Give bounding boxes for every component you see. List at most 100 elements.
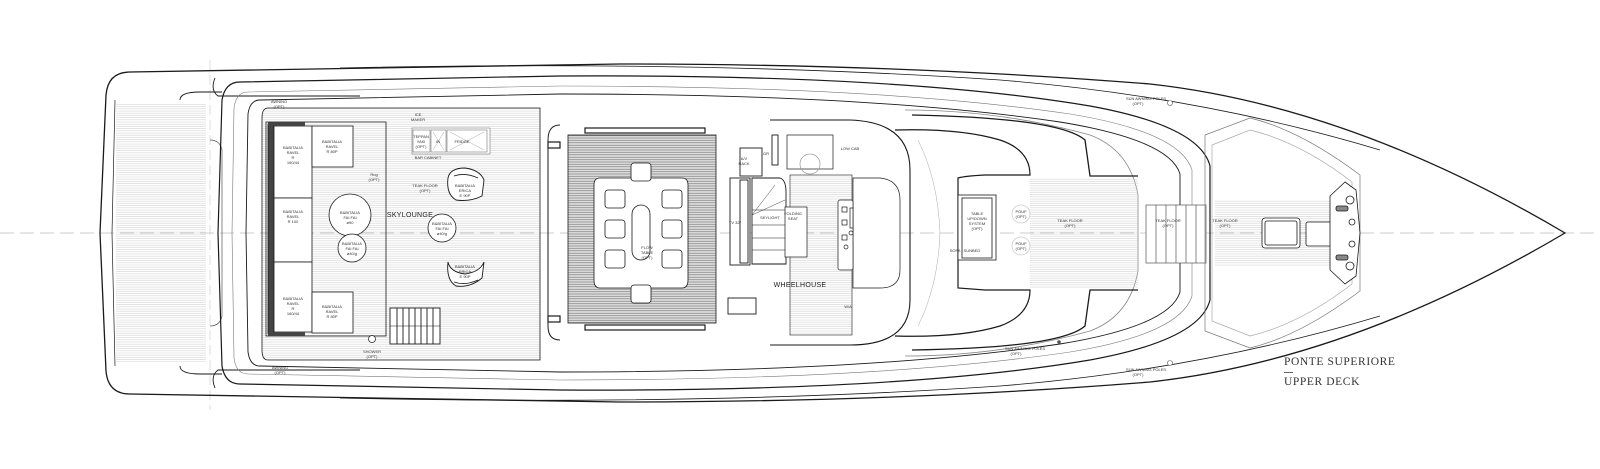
svg-text:(OPT): (OPT) bbox=[367, 354, 379, 359]
svg-text:MAKER: MAKER bbox=[411, 117, 425, 122]
label-pouf-top: B&BITALIA bbox=[322, 139, 342, 144]
svg-text:SYSTEM: SYSTEM bbox=[969, 221, 985, 226]
svg-text:RAVEL: RAVEL bbox=[287, 214, 301, 219]
label-sofa-top: B&BITALIA bbox=[283, 145, 303, 150]
label-teak-floor-fwd-3: TEAK FLOOR bbox=[1212, 218, 1237, 223]
label-av-rack: A/V bbox=[741, 156, 748, 161]
svg-text:(OPT): (OPT) bbox=[1016, 214, 1028, 219]
svg-text:160/44: 160/44 bbox=[287, 160, 300, 165]
svg-text:(OPT): (OPT) bbox=[274, 104, 286, 109]
label-pouf-fwd-1: POUF bbox=[1015, 209, 1027, 214]
room-skylounge: SKYLOUNGE bbox=[387, 212, 433, 219]
room-wheelhouse: WHEELHOUSE bbox=[774, 282, 827, 289]
svg-text:RAVEL: RAVEL bbox=[287, 301, 301, 306]
svg-text:(OPT): (OPT) bbox=[1011, 351, 1023, 356]
label-teak-floor-fwd-2: TEAK FLOOR bbox=[1155, 218, 1180, 223]
label-teppan: TEPPAN bbox=[413, 134, 429, 139]
svg-text:(OPT): (OPT) bbox=[642, 255, 654, 260]
awning-pole-bottom-2 bbox=[1167, 360, 1173, 366]
label-awning-bottom: AWNING bbox=[272, 365, 288, 370]
label-tv: TV 32" bbox=[729, 220, 742, 225]
bar-cabinet bbox=[411, 127, 491, 155]
svg-text:SEAT: SEAT bbox=[788, 216, 799, 221]
svg-text:R 80P: R 80P bbox=[326, 149, 337, 154]
label-table-updown: TABLE bbox=[971, 211, 984, 216]
stern-platform bbox=[116, 104, 206, 362]
svg-text:(OPT): (OPT) bbox=[1133, 372, 1145, 377]
label-sun-awning-top: SUN AWNING POLES bbox=[1126, 96, 1166, 101]
svg-text:E 90P: E 90P bbox=[460, 193, 471, 198]
skylight-stair bbox=[727, 134, 787, 315]
label-bar-cabinet: BAR CABINET bbox=[415, 155, 442, 160]
hull-outline bbox=[99, 63, 1567, 403]
svg-text:R 100: R 100 bbox=[288, 219, 299, 224]
drawing-title-english: UPPER DECK bbox=[1284, 376, 1360, 388]
label-low-cab: LOW CAB bbox=[841, 146, 860, 151]
label-ice-maker: ICE bbox=[415, 112, 422, 117]
svg-text:(OPT): (OPT) bbox=[1163, 223, 1175, 228]
label-table-small: B&BITALIA bbox=[342, 241, 362, 246]
label-teak-floor-fwd-1: TEAK FLOOR bbox=[1057, 218, 1082, 223]
svg-text:ø90: ø90 bbox=[347, 220, 355, 225]
title-divider bbox=[1284, 372, 1293, 373]
svg-text:(OPT): (OPT) bbox=[1220, 223, 1232, 228]
svg-text:YAKI: YAKI bbox=[417, 139, 426, 144]
svg-text:ø40/g: ø40/g bbox=[347, 251, 357, 256]
svg-text:(OPT): (OPT) bbox=[1133, 101, 1145, 106]
svg-text:R: R bbox=[292, 155, 295, 160]
svg-text:R: R bbox=[292, 306, 295, 311]
foredeck-floor bbox=[1030, 178, 1138, 288]
svg-text:RACK: RACK bbox=[738, 161, 749, 166]
svg-text:(OPT): (OPT) bbox=[972, 226, 984, 231]
svg-text:E 90P: E 90P bbox=[460, 274, 471, 279]
label-sofa-bottom: B&BITALIA bbox=[283, 296, 303, 301]
awning-pole-top bbox=[1167, 100, 1173, 106]
label-pouf-bottom: B&BITALIA bbox=[322, 304, 342, 309]
label-fridge: FRIDGE bbox=[454, 139, 469, 144]
svg-text:UP/DOWN: UP/DOWN bbox=[967, 216, 986, 221]
awning-pole-bottom bbox=[1057, 340, 1061, 344]
label-table-right: B&BITALIA bbox=[432, 221, 452, 226]
aft-stair bbox=[389, 307, 441, 345]
label-sofa-sunbed: SOFA / SUNBED bbox=[950, 248, 981, 253]
label-chair-bottom: B&BITALIA bbox=[455, 264, 475, 269]
label-ice: IN bbox=[436, 139, 440, 144]
svg-text:160/44: 160/44 bbox=[287, 311, 300, 316]
drawing-labels: AWNING (OPT) AWNING (OPT) ICE MAKER TEPP… bbox=[271, 96, 1238, 377]
bow bbox=[1204, 117, 1361, 349]
svg-text:(OPT): (OPT) bbox=[1065, 223, 1077, 228]
label-sun-awning-bottom-2: SUN AWNING POLES bbox=[1126, 367, 1166, 372]
svg-text:ERICA: ERICA bbox=[459, 188, 472, 193]
label-skylight: SKYLIGHT bbox=[760, 215, 780, 220]
svg-text:RAVEL: RAVEL bbox=[287, 150, 301, 155]
lounge-tables bbox=[328, 193, 457, 263]
dining-chairs bbox=[604, 162, 683, 304]
superstructure bbox=[217, 75, 1211, 391]
svg-text:(OPT): (OPT) bbox=[416, 144, 428, 149]
svg-text:RAVEL: RAVEL bbox=[326, 144, 340, 149]
label-awning-top: AWNING bbox=[271, 99, 287, 104]
label-shower: SHOWER bbox=[363, 349, 381, 354]
svg-text:(OPT): (OPT) bbox=[369, 177, 381, 182]
wheelhouse-fixtures bbox=[784, 134, 901, 289]
label-sun-awning-bottom-1: SUN AWNING POLES bbox=[1005, 346, 1045, 351]
label-teak-floor-lounge: TEAK FLOOR bbox=[412, 183, 437, 188]
label-chair-top: B&BITALIA bbox=[455, 183, 475, 188]
svg-text:(OPT): (OPT) bbox=[420, 188, 432, 193]
svg-text:FAI FAI: FAI FAI bbox=[345, 246, 358, 251]
label-table-big: B&BITALIA bbox=[340, 210, 360, 215]
svg-text:R 80P: R 80P bbox=[326, 314, 337, 319]
drawing-title-italian: PONTE SUPERIORE bbox=[1284, 356, 1396, 368]
svg-text:(OPT): (OPT) bbox=[275, 370, 287, 375]
table-updown bbox=[957, 194, 1031, 261]
label-sofa-mid: B&BITALIA bbox=[283, 209, 303, 214]
bow-hatches bbox=[1261, 217, 1335, 249]
label-rug: Rug bbox=[370, 172, 377, 177]
label-wa: W/A bbox=[844, 304, 852, 309]
svg-text:AWNING: AWNING bbox=[272, 365, 288, 370]
svg-text:(OPT): (OPT) bbox=[1016, 246, 1028, 251]
svg-text:FAI FAI: FAI FAI bbox=[343, 215, 356, 220]
sliding-doors bbox=[547, 127, 706, 331]
shower-fixture bbox=[368, 335, 376, 343]
